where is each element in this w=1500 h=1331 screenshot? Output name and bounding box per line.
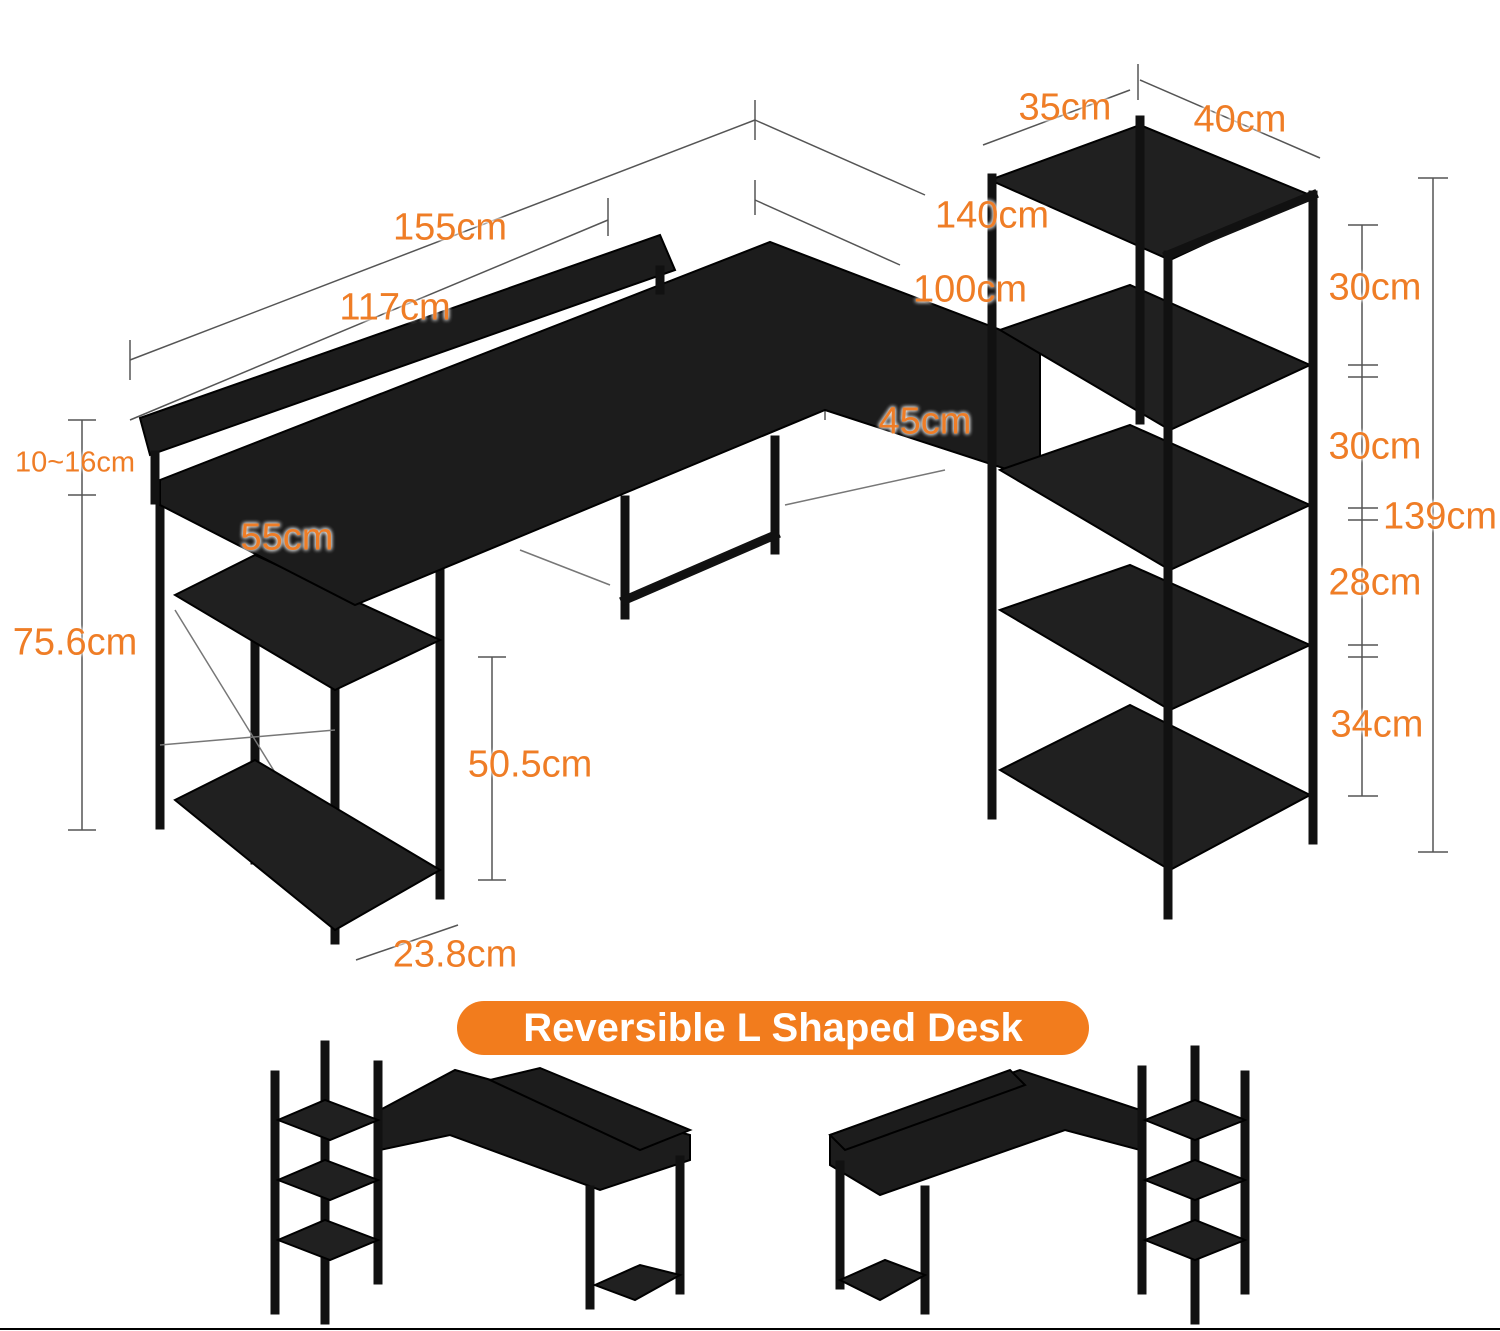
dimension-lines xyxy=(68,64,1448,961)
dimension-shelf-gap-3: 28cm xyxy=(1328,561,1422,604)
dimension-desk-height: 75.6cm xyxy=(12,621,138,664)
dimension-leg-clearance: 50.5cm xyxy=(467,743,593,786)
dimension-return-depth: 45cm xyxy=(878,400,972,443)
dimension-shelf-width: 35cm xyxy=(1018,86,1112,129)
dimension-shelf-total-height: 139cm xyxy=(1382,495,1498,538)
dimension-total-depth: 140cm xyxy=(934,194,1050,237)
bookshelf xyxy=(987,115,1319,920)
dimension-shelf-gap-2: 30cm xyxy=(1328,425,1422,468)
dimension-shelf-gap-1: 30cm xyxy=(1328,266,1422,309)
reversed-desk-left-thumbnail xyxy=(270,1040,693,1325)
l-shaped-desk xyxy=(138,233,1041,945)
dimension-shelf-depth: 40cm xyxy=(1193,98,1287,141)
dimension-riser-height: 10~16cm xyxy=(14,446,136,479)
reversible-label-badge: Reversible L Shaped Desk xyxy=(457,1001,1089,1055)
reversed-desk-right-thumbnail xyxy=(828,1045,1250,1325)
dimension-total-width: 155cm xyxy=(392,206,508,249)
dimension-riser-width: 117cm xyxy=(339,286,451,329)
dimension-desk-depth: 55cm xyxy=(240,516,334,559)
dimension-side-shelf-width: 23.8cm xyxy=(392,933,518,976)
dimension-return-length: 100cm xyxy=(912,268,1028,311)
dimension-shelf-gap-4: 34cm xyxy=(1330,703,1424,746)
